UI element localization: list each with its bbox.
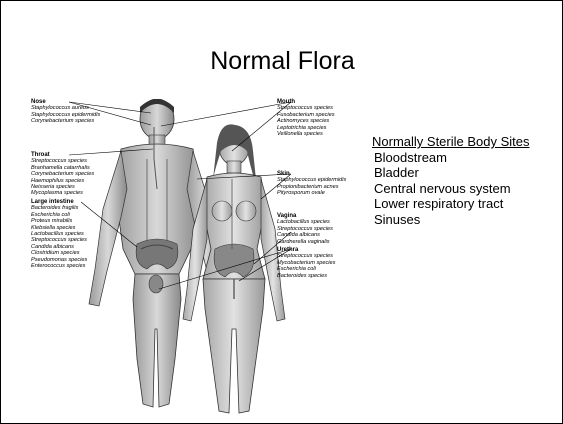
throat-label: Throat Streptococcus species Branhamella… <box>31 152 94 197</box>
mouth-label: Mouth Streptococcus species Fusobacteriu… <box>277 99 335 137</box>
large-intestine-species: Clostridium species <box>31 250 87 256</box>
large-intestine-label: Large intestine Bacteroides fragilis Esc… <box>31 199 87 269</box>
urethra-label: Urethra Streptococcus species Mycobacter… <box>277 247 335 279</box>
normal-flora-illustration: Nose Staphylococcus aureus Staphylococcu… <box>29 99 359 417</box>
vagina-species: Lactobacillus species <box>277 219 333 225</box>
sterile-site-item: Bloodstream <box>372 150 530 166</box>
skin-species: Staphylococcus epidermidis <box>277 177 346 183</box>
nose-species: Corynebacterium species <box>31 118 100 124</box>
throat-species: Mycoplasma species <box>31 190 94 196</box>
mouth-species: Actinomyces species <box>277 118 335 124</box>
urethra-species: Bacteroides species <box>277 273 335 279</box>
nose-label: Nose Staphylococcus aureus Staphylococcu… <box>31 99 100 125</box>
mouth-species: Streptococcus species <box>277 105 335 111</box>
large-intestine-species: Enterococcus species <box>31 263 87 269</box>
sterile-sites-heading: Normally Sterile Body Sites <box>372 134 530 150</box>
skin-label: Skin Staphylococcus epidermidis Propioni… <box>277 171 346 197</box>
sterile-sites-list: Normally Sterile Body Sites Bloodstream … <box>372 134 530 227</box>
throat-species: Streptococcus species <box>31 158 94 164</box>
sterile-site-item: Bladder <box>372 165 530 181</box>
sterile-site-item: Sinuses <box>372 212 530 228</box>
slide-title: Normal Flora <box>1 47 563 76</box>
vagina-species: Gardnerella vaginalis <box>277 239 333 245</box>
sterile-site-item: Central nervous system <box>372 181 530 197</box>
urethra-species: Streptococcus species <box>277 253 335 259</box>
vagina-label: Vagina Lactobacillus species Streptococc… <box>277 213 333 245</box>
skin-species: Pityrosporum ovale <box>277 190 346 196</box>
sterile-site-item: Lower respiratory tract <box>372 196 530 212</box>
large-intestine-species: Streptococcus species <box>31 237 87 243</box>
mouth-species: Veillonella species <box>277 131 335 137</box>
throat-species: Corynebacterium species <box>31 171 94 177</box>
